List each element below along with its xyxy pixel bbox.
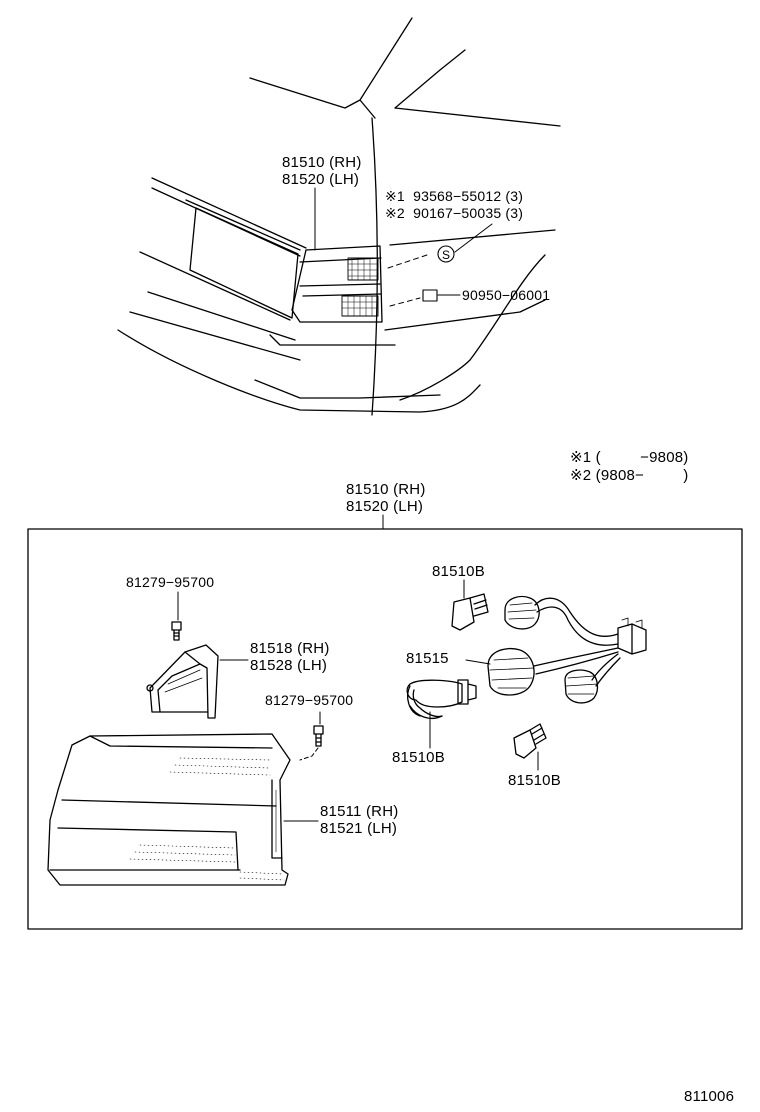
top-part-lh-label: 81520 (LH)	[282, 171, 360, 188]
screw-upper-icon	[171, 621, 182, 641]
box-part-lh-label: 81520 (LH)	[346, 498, 424, 515]
note2-part-label: ※2 90167−50035 (3)	[385, 205, 524, 221]
screw-lower-dashed	[299, 747, 319, 761]
screw-upper-label: 81279−95700	[126, 574, 215, 590]
lamp-lens-icon	[47, 733, 291, 886]
clip-symbol-circle	[437, 245, 455, 263]
range2-label: ※2 (9808− )	[570, 467, 689, 484]
clip-symbol-text: S	[442, 248, 450, 262]
socket-leader	[465, 659, 491, 665]
tail-lamp-on-vehicle	[291, 245, 383, 323]
top-part-rh-label: 81510 (RH)	[282, 154, 362, 171]
bulb-bottom-label: 81510B	[508, 772, 561, 789]
note1-part-label: ※1 93568−55012 (3)	[385, 188, 524, 204]
lamp-cover-icon	[146, 644, 219, 719]
exploded-view-frame	[27, 528, 743, 930]
lens-lh-label: 81521 (LH)	[320, 820, 398, 837]
vehicle-body-outline	[117, 17, 561, 416]
bulb-top-icon	[451, 593, 489, 631]
bulb-top-label: 81510B	[432, 563, 485, 580]
bulb-large-icon	[406, 679, 477, 720]
top-leader-lines	[314, 187, 493, 307]
clip-part-label: 90950−06001	[462, 287, 551, 303]
lens-rh-label: 81511 (RH)	[320, 803, 399, 820]
cover-rh-label: 81518 (RH)	[250, 640, 330, 657]
socket-harness-icon	[487, 595, 647, 704]
clip-part-icon	[422, 289, 438, 302]
bulb-mid-label: 81510B	[392, 749, 445, 766]
box-part-rh-label: 81510 (RH)	[346, 481, 426, 498]
screw-lower-label: 81279−95700	[265, 692, 354, 708]
cover-lh-label: 81528 (LH)	[250, 657, 328, 674]
diagram-code-label: 811006	[684, 1088, 735, 1105]
range1-label: ※1 ( −9808)	[570, 449, 689, 466]
socket-label: 81515	[406, 650, 449, 667]
screw-lower-icon	[313, 725, 324, 747]
bulb-bottom-icon	[513, 723, 547, 759]
